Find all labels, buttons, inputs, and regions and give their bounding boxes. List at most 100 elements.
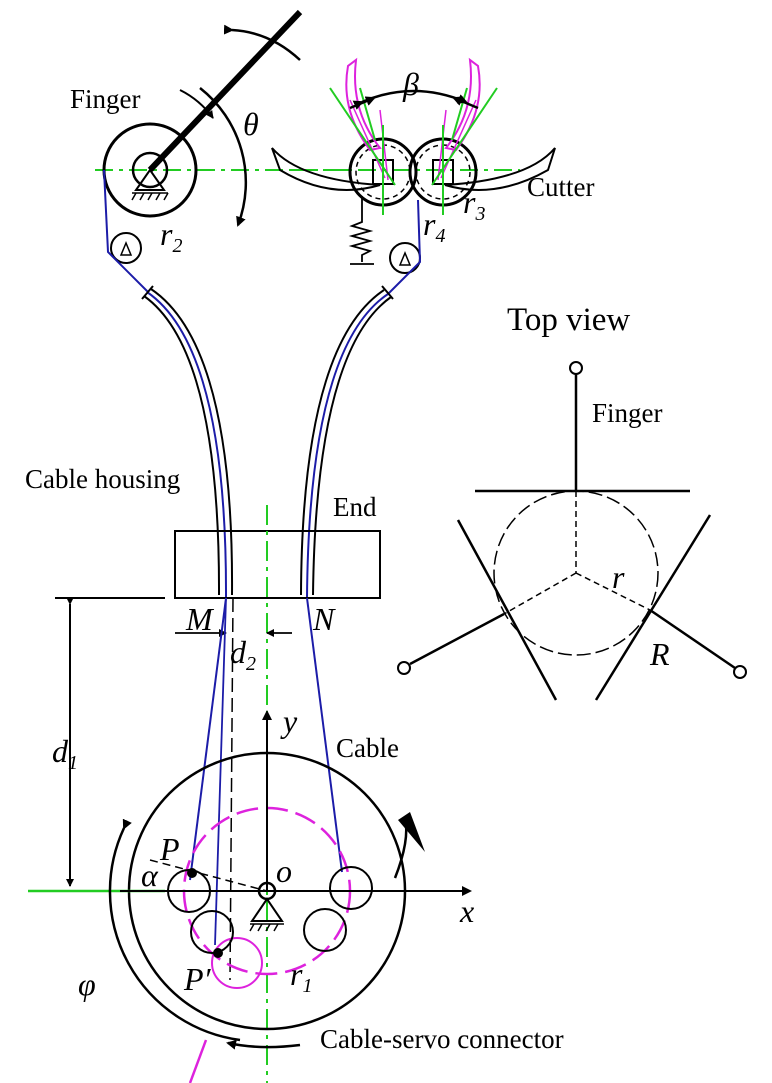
r1-sub: 1 (302, 975, 312, 997)
phi-symbol: φ (78, 966, 96, 1002)
magenta-tail-line (188, 1039, 208, 1083)
theta-left-arc (179, 89, 214, 119)
phi-arc-arrow (108, 818, 241, 1042)
theta-symbol: θ (243, 106, 259, 142)
left-housing-cable (146, 291, 228, 599)
left-housing-cap (141, 285, 154, 300)
top-radius-right (575, 572, 651, 611)
d1-dimension (55, 597, 380, 887)
origin-ground-hatch (249, 923, 284, 932)
top-rotation-arrow (223, 24, 301, 61)
d2-symbol: d2 (230, 634, 256, 675)
top-arm-left-end (397, 661, 411, 675)
cable-dashed-path (229, 597, 234, 981)
alpha-dashed-line (149, 859, 268, 892)
point-P (187, 868, 197, 878)
point-P-prime (213, 948, 223, 958)
d2-base: d (230, 634, 247, 670)
cable-left-lower-2 (214, 597, 227, 946)
pulley-right (329, 866, 373, 910)
y-symbol: y (280, 703, 298, 739)
d2-sub: 2 (246, 653, 256, 675)
N-symbol: N (312, 601, 336, 637)
top-side-left (456, 519, 558, 701)
finger-lever (147, 9, 303, 173)
theta-arc-arrow (199, 87, 248, 227)
cable-left-lower (189, 597, 227, 881)
top-finger-label: Finger (592, 398, 663, 428)
finger-hub (131, 151, 169, 189)
alpha-symbol: α (141, 857, 159, 893)
M-symbol: M (185, 601, 215, 637)
top-view-label: Top view (507, 302, 630, 338)
x-symbol: x (459, 893, 474, 929)
d1-sub: 1 (68, 752, 78, 774)
cable-servo-connector (28, 710, 472, 1083)
top-side-right (594, 514, 712, 701)
right-rotation-head (398, 812, 425, 852)
cutter-label: Cutter (527, 172, 595, 202)
finger-label: Finger (70, 84, 141, 114)
beta-symbol: β (402, 66, 419, 102)
r1-symbol: r1 (290, 956, 312, 997)
right-housing-cable (306, 293, 389, 599)
cutter-jaw-right (444, 57, 481, 152)
cutter-idler-pulley (389, 242, 421, 274)
finger-ground-hatch (131, 192, 169, 201)
d1-symbol: d1 (52, 733, 78, 774)
r4-sub: 4 (435, 225, 445, 247)
cutter-blade-left (271, 147, 381, 191)
top-radius-left (503, 572, 577, 615)
r4-symbol: r4 (423, 206, 445, 247)
r2-sub: 2 (172, 235, 182, 257)
cutter-cable-right (387, 199, 422, 295)
r2-base: r (160, 216, 173, 252)
finger-mechanism (95, 9, 350, 293)
r4-base: r (423, 206, 436, 242)
origin-pivot-support (250, 897, 284, 922)
left-housing-outer (143, 295, 221, 596)
beta-tick-right (452, 96, 479, 110)
finger-idler-pulley (110, 232, 142, 264)
cutter-spring (348, 196, 374, 265)
right-housing-outer (300, 289, 385, 596)
P-prime-symbol: P′ (183, 961, 212, 997)
pulley-bottom-left (190, 910, 234, 954)
o-symbol: o (276, 853, 292, 889)
beta-tick-left (349, 96, 376, 110)
pulley-bottom-right (303, 908, 347, 952)
finger-idler-mark (119, 241, 133, 256)
top-finger-end (569, 361, 583, 375)
top-arm-right-end (733, 665, 747, 679)
finger-pivot-support (134, 168, 166, 191)
r-top-symbol: r (612, 559, 625, 595)
top-arm-right (649, 608, 736, 670)
cutter-jaw-left (345, 57, 382, 152)
end-block (174, 530, 381, 599)
r3-base: r (463, 184, 476, 220)
P-symbol: P (159, 831, 180, 867)
d1-base: d (52, 733, 69, 769)
right-housing-inner (312, 296, 392, 596)
r2-symbol: r2 (160, 216, 182, 257)
r3-symbol: r3 (463, 184, 485, 225)
magenta-small-circle (211, 937, 263, 989)
phi-bottom-arrow (226, 1039, 301, 1050)
end-label: End (333, 492, 377, 522)
top-view (397, 361, 747, 701)
cable-right-lower (306, 597, 343, 873)
R-symbol: R (649, 636, 670, 672)
cable-housings (141, 285, 394, 599)
top-arm-left (409, 612, 505, 666)
finger-cable-left (103, 169, 149, 293)
cutter-idler-mark (398, 251, 412, 266)
cable-housing-label: Cable housing (25, 464, 180, 494)
r1-base: r (290, 956, 303, 992)
connector-label: Cable-servo connector (320, 1024, 564, 1054)
cutter-green-guides (329, 87, 498, 215)
cutter-mechanism (271, 57, 556, 295)
r3-sub: 3 (474, 203, 485, 225)
cable-label: Cable (336, 733, 399, 763)
left-housing-inner (150, 288, 234, 596)
